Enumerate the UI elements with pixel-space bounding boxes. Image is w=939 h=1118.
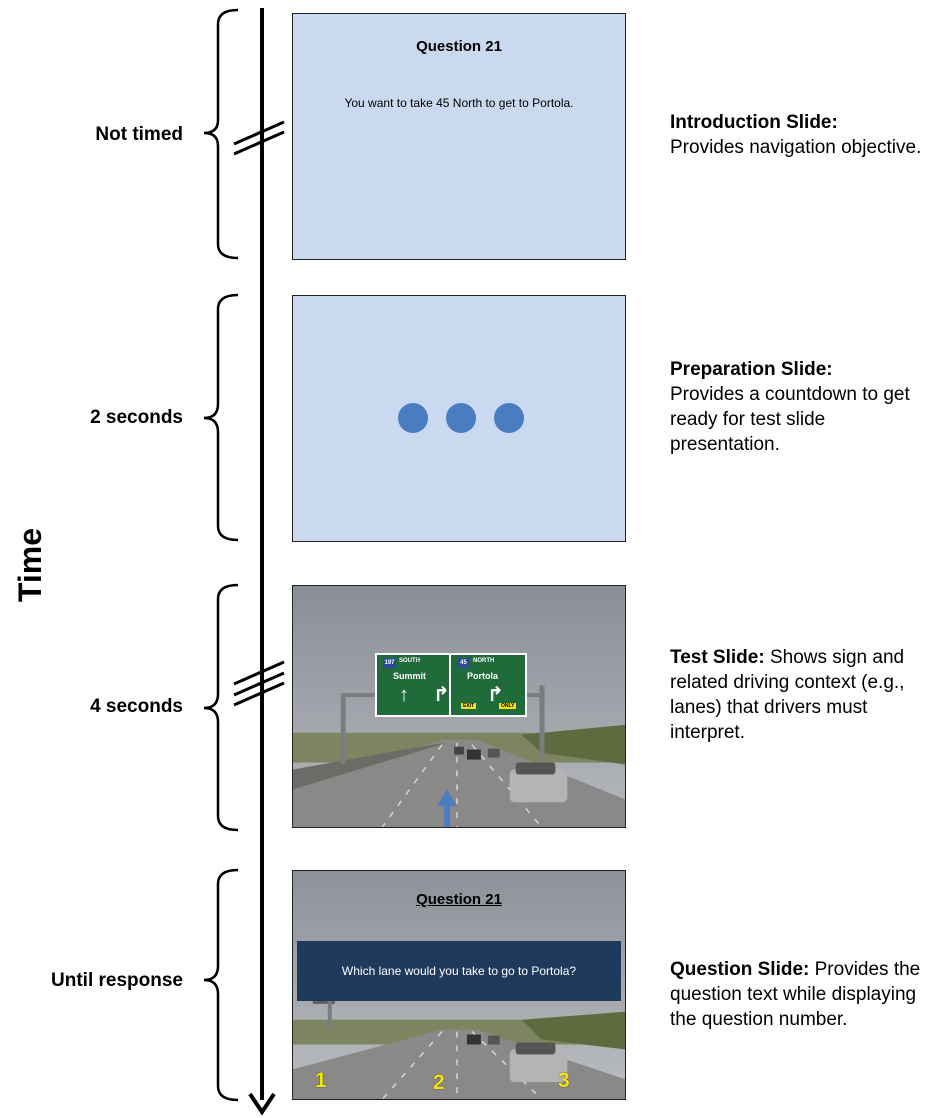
sign-right-shield: 45 — [457, 658, 470, 668]
introduction-slide: Question 21 You want to take 45 North to… — [292, 13, 626, 260]
countdown-dot-2 — [446, 403, 476, 433]
description-text: Provides navigation objective. — [670, 137, 922, 158]
sign-right-city: Portola — [467, 671, 499, 681]
highway-guide-sign: 197 SOUTH Summit ↑ ↱ 45 NORTH Portola ↱ … — [375, 653, 527, 717]
test-slide: 197 SOUTH Summit ↑ ↱ 45 NORTH Portola ↱ … — [292, 585, 626, 828]
description-introduction: Introduction Slide: Provides navigation … — [670, 110, 938, 160]
description-heading: Question Slide: — [670, 959, 810, 980]
countdown-dot-3 — [494, 403, 524, 433]
description-text: Shows sign and related driving context (… — [670, 647, 905, 743]
description-preparation: Preparation Slide: Provides a countdown … — [670, 357, 938, 457]
question-slide-title: Question 21 — [416, 891, 502, 908]
question-banner: Which lane would you take to go to Porto… — [297, 941, 621, 1001]
lane-number-2: 2 — [433, 1071, 445, 1094]
axis-break-mark-2 — [233, 660, 285, 686]
question-text: Which lane would you take to go to Porto… — [341, 964, 577, 978]
duration-label-4-seconds: 4 seconds — [90, 696, 183, 717]
time-axis-label: Time — [12, 527, 48, 603]
lane-number-1: 1 — [315, 1069, 327, 1092]
sign-divider — [449, 655, 451, 715]
countdown-dot-1 — [398, 403, 428, 433]
brace-4-seconds — [203, 583, 239, 832]
description-test: Test Slide: Shows sign and related drivi… — [670, 645, 938, 745]
preparation-slide — [292, 295, 626, 542]
slide-objective-text: You want to take 45 North to get to Port… — [344, 96, 574, 110]
description-text: Provides a countdown to get ready for te… — [670, 384, 910, 455]
duration-label-not-timed: Not timed — [95, 124, 183, 145]
sign-left-arrow-icon: ↑ — [399, 684, 409, 706]
axis-break-mark-1 — [233, 120, 285, 156]
description-question: Question Slide: Provides the question te… — [670, 957, 938, 1032]
time-axis-arrowhead — [248, 1092, 276, 1116]
description-heading: Preparation Slide: — [670, 359, 833, 380]
sign-only-tab: ONLY — [499, 703, 517, 709]
brace-not-timed — [203, 8, 239, 260]
sign-right-arrow-icon: ↱ — [487, 684, 504, 706]
sign-split-arrow-icon: ↱ — [433, 684, 450, 706]
description-heading: Introduction Slide: — [670, 112, 838, 133]
lane-number-3: 3 — [558, 1069, 570, 1092]
sign-exit-tab: EXIT — [461, 703, 477, 709]
sign-left-shield: 197 — [383, 658, 396, 668]
brace-2-seconds — [203, 293, 239, 542]
duration-label-2-seconds: 2 seconds — [90, 407, 183, 428]
duration-label-until-response: Until response — [51, 970, 183, 991]
axis-break-mark-4 — [233, 671, 285, 707]
sign-left-route: SOUTH — [399, 658, 420, 664]
sign-right-route: NORTH — [473, 658, 495, 664]
description-text: Provides the question text while display… — [670, 959, 921, 1030]
description-heading: Test Slide: — [670, 647, 765, 668]
slide-question-title: Question 21 — [416, 38, 502, 55]
brace-until-response — [203, 868, 239, 1102]
question-slide: Question 21 Which lane would you take to… — [292, 870, 626, 1100]
sign-left-city: Summit — [393, 671, 427, 681]
